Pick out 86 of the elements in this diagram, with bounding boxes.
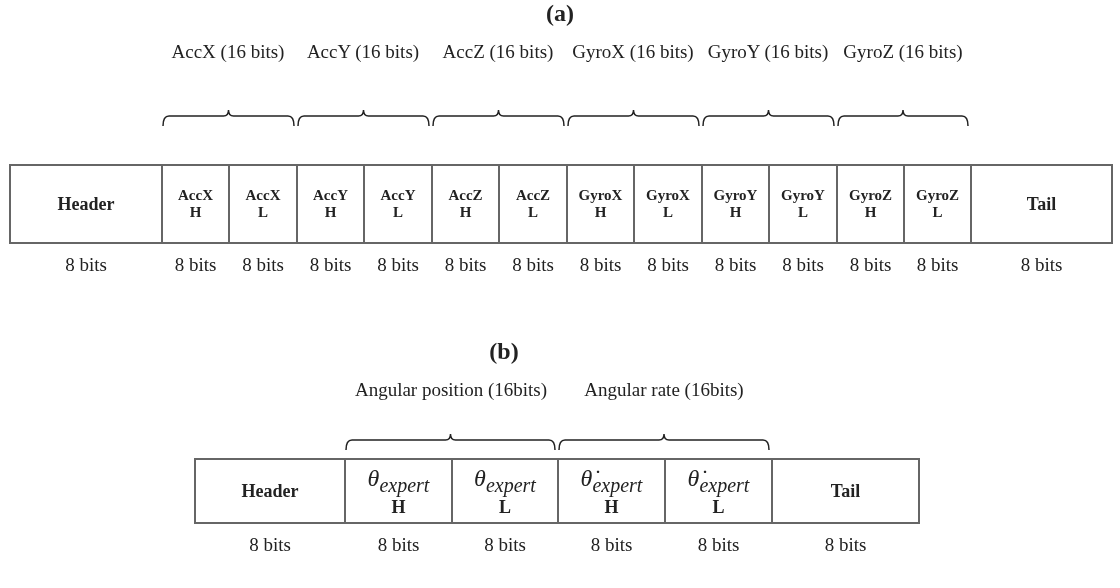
packet-field [363,164,433,244]
group-label: GyroX (16 bits) [571,40,695,64]
bit-width-label: 8 bits [64,254,108,276]
field-label: θ̇$_{expert}$ [580,464,643,497]
field-label: L [663,204,673,222]
packet-field [633,164,703,244]
bit-width-label: 8 bits [376,534,421,556]
bit-width-label: 8 bits [1019,254,1064,276]
packet-field [296,164,365,244]
field-label: L [258,204,268,222]
bit-width-label: 8 bits [823,534,868,556]
packet-field [431,164,500,244]
field-label: AccY [313,186,348,204]
field-label: H [604,496,619,518]
field-label: GyroY [713,186,758,204]
field-label: L [528,204,538,222]
field-label: GyroZ [915,186,960,204]
field-label: H [864,204,877,222]
field-label: GyroZ [848,186,893,204]
bit-width-label: 8 bits [443,254,488,276]
field-label: Tail [830,480,861,502]
field-label: L [499,496,511,518]
packet-field [557,458,666,524]
group-label: Angular rate (16bits) [583,378,745,402]
packet-field [664,458,773,524]
field-label: L [932,204,943,222]
field-label: Header [57,193,115,215]
field-label: GyroX [578,186,623,204]
packet-field [566,164,635,244]
field-label: H [324,204,337,222]
field-label: H [391,496,406,518]
packet-field [701,164,770,244]
field-label: AccX [245,186,281,204]
packet-field [451,458,559,524]
field-label: AccZ [515,186,551,204]
packet-field [9,164,163,244]
bit-width-label: 8 bits [915,254,960,276]
packet-field [836,164,905,244]
field-label: θ$_{expert}$ [474,464,536,497]
bit-width-label: 8 bits [646,254,690,276]
panel-title: (a) [545,0,575,27]
field-label: H [594,204,607,222]
field-label: AccX [178,186,213,204]
packet-field [228,164,298,244]
group-label: AccZ (16 bits) [441,40,555,64]
field-label: L [393,204,403,222]
field-label: H [459,204,472,222]
bit-width-label: 8 bits [241,254,285,276]
bit-width-label: 8 bits [848,254,893,276]
bit-width-label: 8 bits [376,254,420,276]
field-label: Header [241,480,299,502]
bit-width-label: 8 bits [589,534,634,556]
group-label: Angular position (16bits) [353,378,549,402]
group-label: AccY (16 bits) [305,40,421,64]
packet-field [194,458,346,524]
field-label: AccZ [448,186,483,204]
bit-width-label: 8 bits [248,534,292,556]
field-label: Tail [1026,193,1057,215]
packet-field [970,164,1113,244]
field-label: GyroY [781,186,825,204]
bit-width-label: 8 bits [511,254,555,276]
field-label: H [729,204,742,222]
bit-width-label: 8 bits [781,254,825,276]
group-label: AccX (16 bits) [170,40,286,64]
field-label: θ̇$_{expert}$ [687,464,750,497]
field-label: L [798,204,808,222]
packet-field [768,164,838,244]
bit-width-label: 8 bits [483,534,527,556]
panel-title: (b) [488,338,520,365]
field-label: H [189,204,202,222]
group-label: GyroZ (16 bits) [842,40,964,64]
bit-width-label: 8 bits [713,254,758,276]
packet-field [498,164,568,244]
bit-width-label: 8 bits [696,534,741,556]
bit-width-label: 8 bits [173,254,218,276]
group-label: GyroY (16 bits) [706,40,830,64]
field-label: θ$_{expert}$ [367,464,430,497]
bit-width-label: 8 bits [308,254,353,276]
field-label: AccY [380,186,416,204]
field-label: L [712,496,725,518]
packet-field [771,458,920,524]
packet-field [903,164,972,244]
packet-field [161,164,230,244]
field-label: GyroX [646,186,690,204]
packet-field [344,458,453,524]
bit-width-label: 8 bits [578,254,623,276]
